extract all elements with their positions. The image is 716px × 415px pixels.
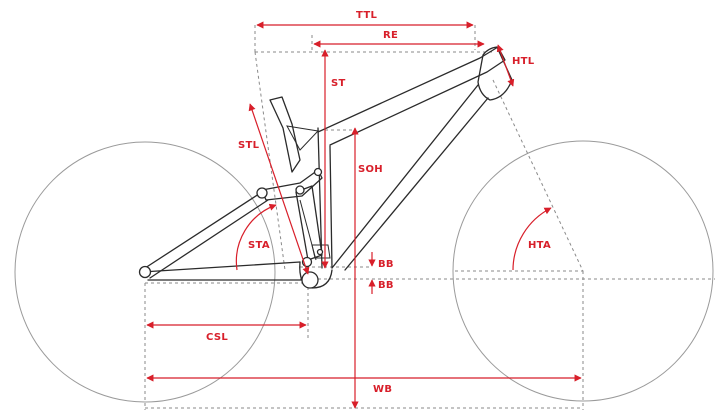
label-ttl: TTL xyxy=(356,10,377,21)
label-bb: BB xyxy=(378,259,394,270)
label-hta: HTA xyxy=(528,240,551,251)
htl-dimension xyxy=(496,44,515,87)
label-sta: STA xyxy=(248,240,270,251)
label-htl: HTL xyxy=(512,56,535,67)
label-st: ST xyxy=(331,78,346,89)
sta-arc xyxy=(235,203,277,271)
dimension-lines xyxy=(146,21,582,409)
label-soh: SOH xyxy=(358,164,383,175)
label-csl: CSL xyxy=(206,332,228,343)
bike-frame xyxy=(141,46,513,289)
stl-dimension xyxy=(248,103,310,275)
label-bb-2: BB xyxy=(378,280,394,291)
label-re: RE xyxy=(383,30,398,41)
label-stl: STL xyxy=(238,140,260,151)
dimension-labels: TTL RE HTL ST STL SOH STA HTA BB BB CSL … xyxy=(206,10,551,395)
guide-lines xyxy=(144,25,715,410)
label-wb: WB xyxy=(373,384,392,395)
hta-arc xyxy=(512,207,552,271)
front-wheel xyxy=(452,140,714,402)
